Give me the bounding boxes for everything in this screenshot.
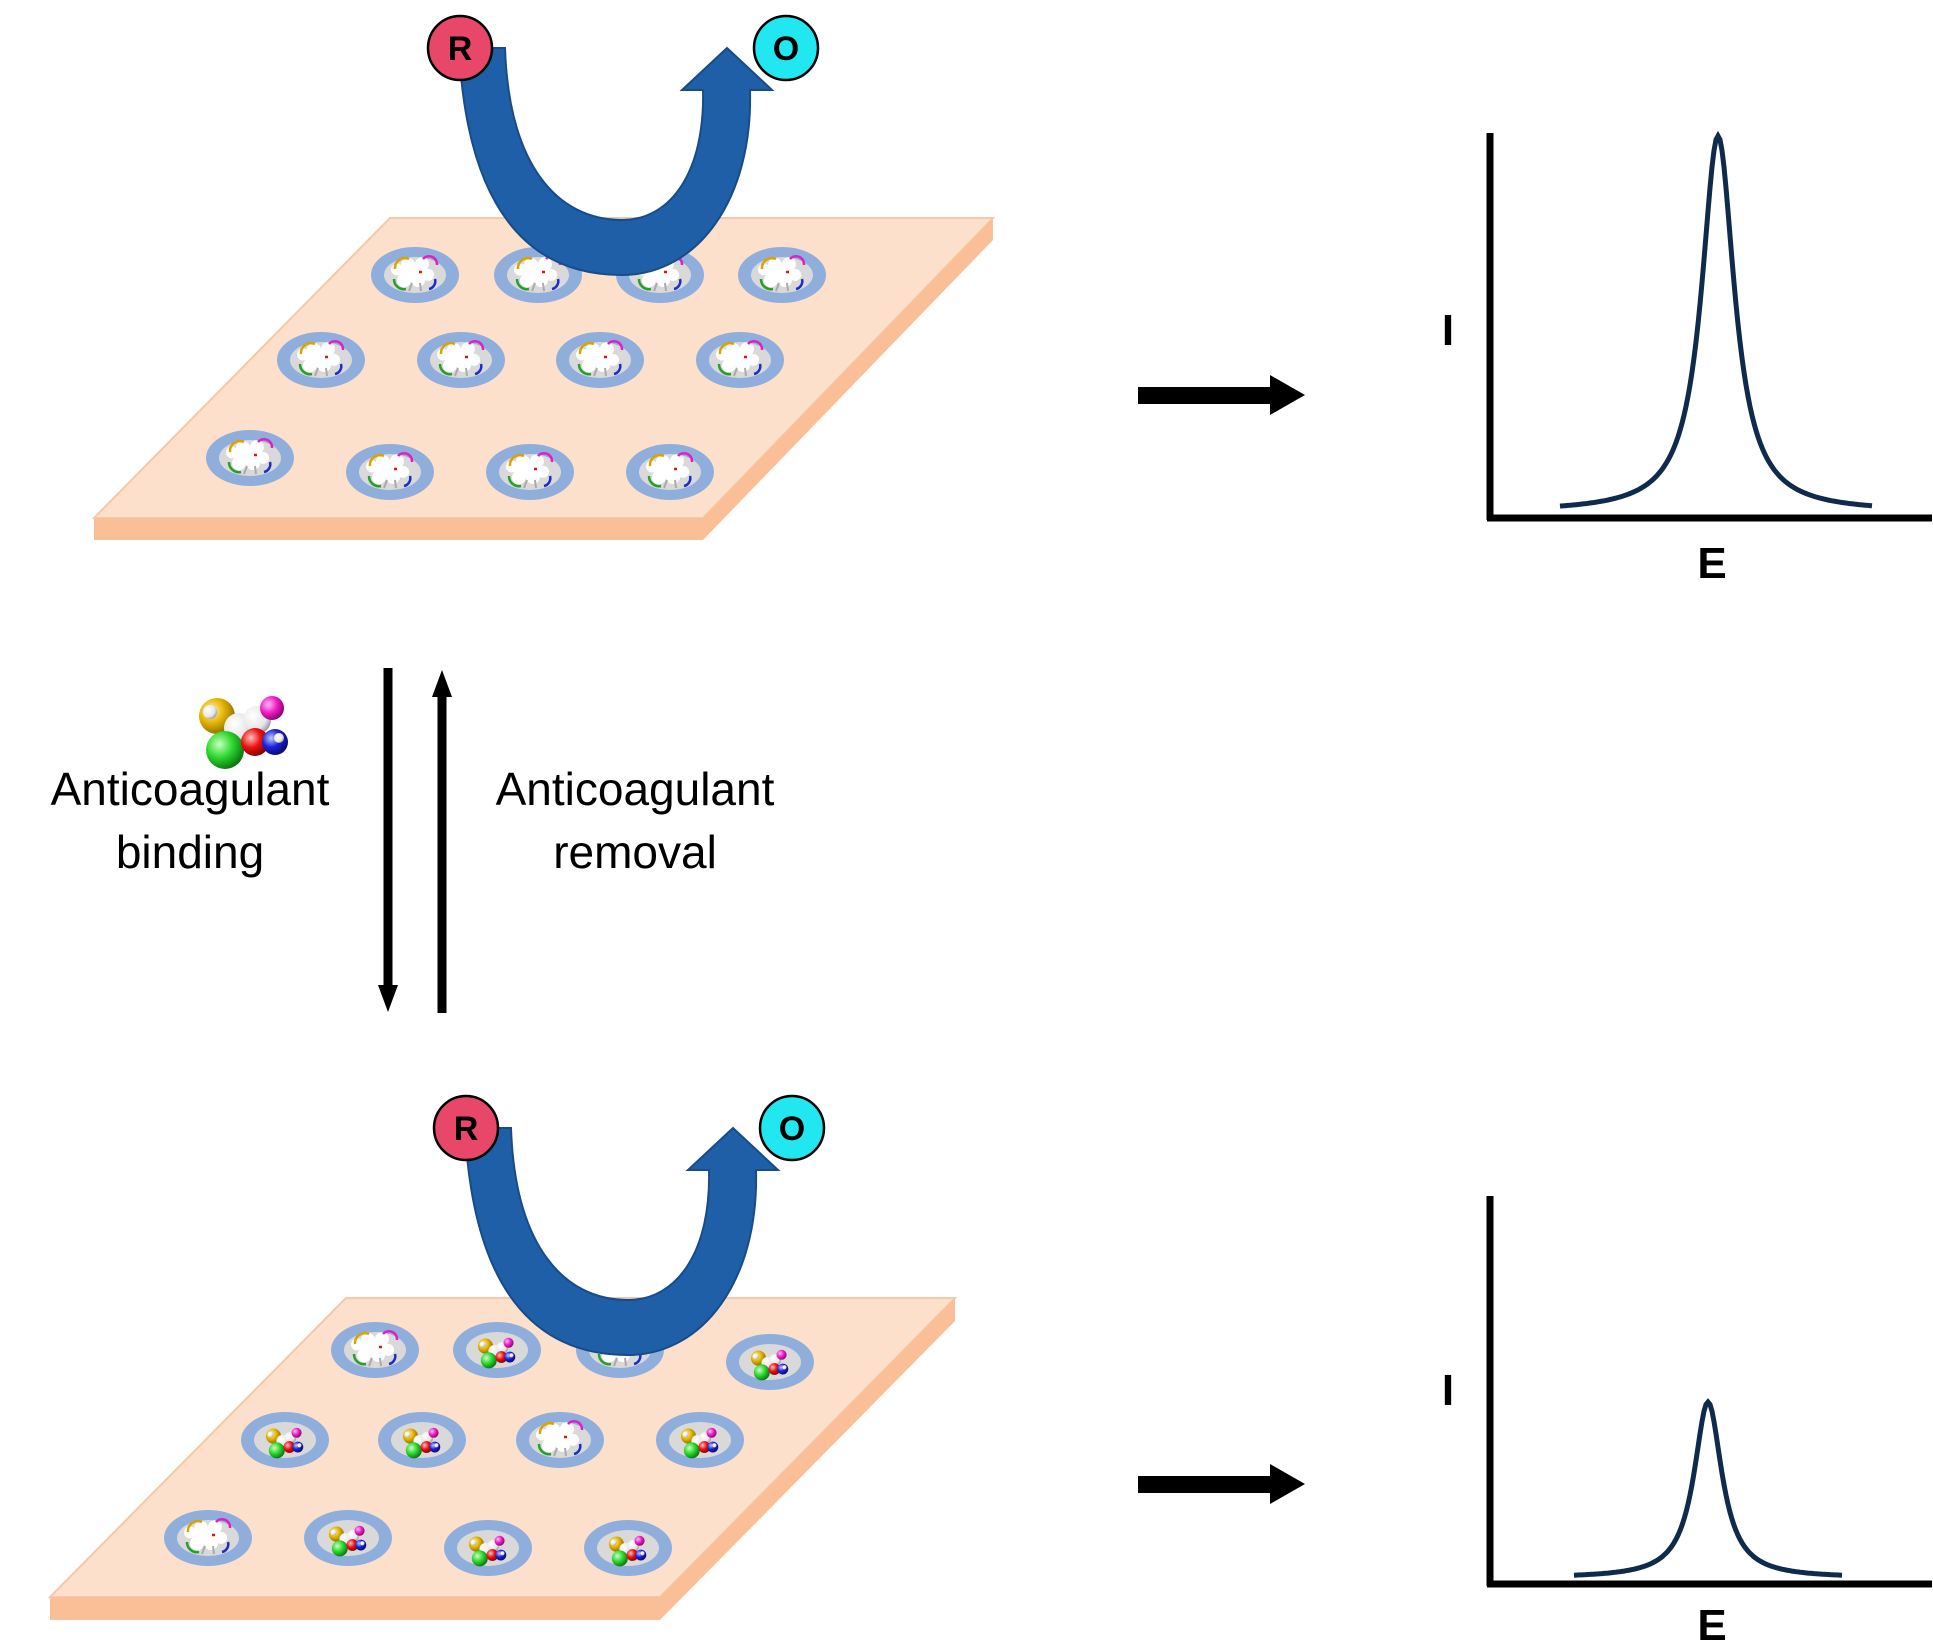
- top-process-arrow-icon: [1138, 375, 1305, 415]
- bottom-bound-cavity: [304, 1510, 392, 1566]
- top-plot-x-label: E: [1697, 539, 1726, 588]
- top-empty-cavity: [694, 330, 786, 390]
- bottom-bound-cavity: [656, 1412, 744, 1468]
- top-empty-cavity: [344, 442, 436, 502]
- bottom-electrode-side-face: [660, 1298, 955, 1620]
- bottom-reduced-label: R: [454, 1110, 479, 1148]
- binding-label-line2: binding: [116, 826, 264, 878]
- top-empty-cavity: [369, 245, 461, 305]
- top-empty-cavity: [624, 442, 716, 502]
- anticoagulant-molecule-icon: [199, 696, 288, 769]
- bottom-oxidized-label: O: [779, 1110, 805, 1148]
- bottom-empty-cavity: [514, 1410, 606, 1470]
- bottom-plot-y-label: I: [1442, 1366, 1454, 1415]
- top-electrode-side-face: [703, 218, 993, 540]
- bottom-voltammogram: I E: [1442, 1196, 1932, 1647]
- removal-arrow-up-icon: [432, 670, 452, 1013]
- binding-label: Anticoagulant binding: [51, 763, 330, 878]
- bottom-bound-cavity: [453, 1322, 541, 1378]
- bottom-electrode-front-face: [50, 1597, 660, 1620]
- top-reduced-label: R: [448, 30, 473, 68]
- top-empty-cavity: [484, 442, 576, 502]
- bottom-panel: R O: [47, 1094, 958, 1620]
- removal-label-line2: removal: [553, 826, 717, 878]
- top-voltammogram: I E: [1442, 130, 1932, 588]
- top-oxidized-species: O: [752, 14, 820, 82]
- top-empty-cavity: [204, 428, 296, 488]
- bottom-bound-cavity: [378, 1412, 466, 1468]
- top-reduced-species: R: [426, 14, 494, 82]
- bottom-plot-x-label: E: [1697, 1601, 1726, 1647]
- top-plot-y-label: I: [1442, 306, 1454, 355]
- top-panel: R O: [91, 14, 996, 540]
- removal-label-line1: Anticoagulant: [496, 763, 775, 815]
- removal-label: Anticoagulant removal: [496, 763, 775, 878]
- bottom-process-arrow-icon: [1138, 1464, 1305, 1504]
- binding-arrow-down-icon: [378, 668, 398, 1012]
- top-empty-cavity: [415, 330, 507, 390]
- bottom-plot-peak-curve: [1573, 1398, 1843, 1578]
- top-empty-cavity: [275, 330, 367, 390]
- top-empty-cavity: [554, 330, 646, 390]
- bottom-bound-cavity: [241, 1412, 329, 1468]
- bottom-bound-cavity: [584, 1520, 672, 1576]
- top-electrode-front-face: [94, 518, 703, 540]
- bottom-reduced-species: R: [432, 1094, 500, 1162]
- top-plot-peak-curve: [1559, 130, 1873, 509]
- binding-label-line1: Anticoagulant: [51, 763, 330, 815]
- bottom-oxidized-species: O: [758, 1094, 826, 1162]
- bottom-empty-cavity: [329, 1320, 421, 1380]
- top-oxidized-label: O: [773, 30, 799, 68]
- bottom-bound-cavity: [726, 1334, 814, 1390]
- bottom-empty-cavity: [162, 1508, 254, 1568]
- bottom-bound-cavity: [444, 1520, 532, 1576]
- top-empty-cavity: [736, 245, 828, 305]
